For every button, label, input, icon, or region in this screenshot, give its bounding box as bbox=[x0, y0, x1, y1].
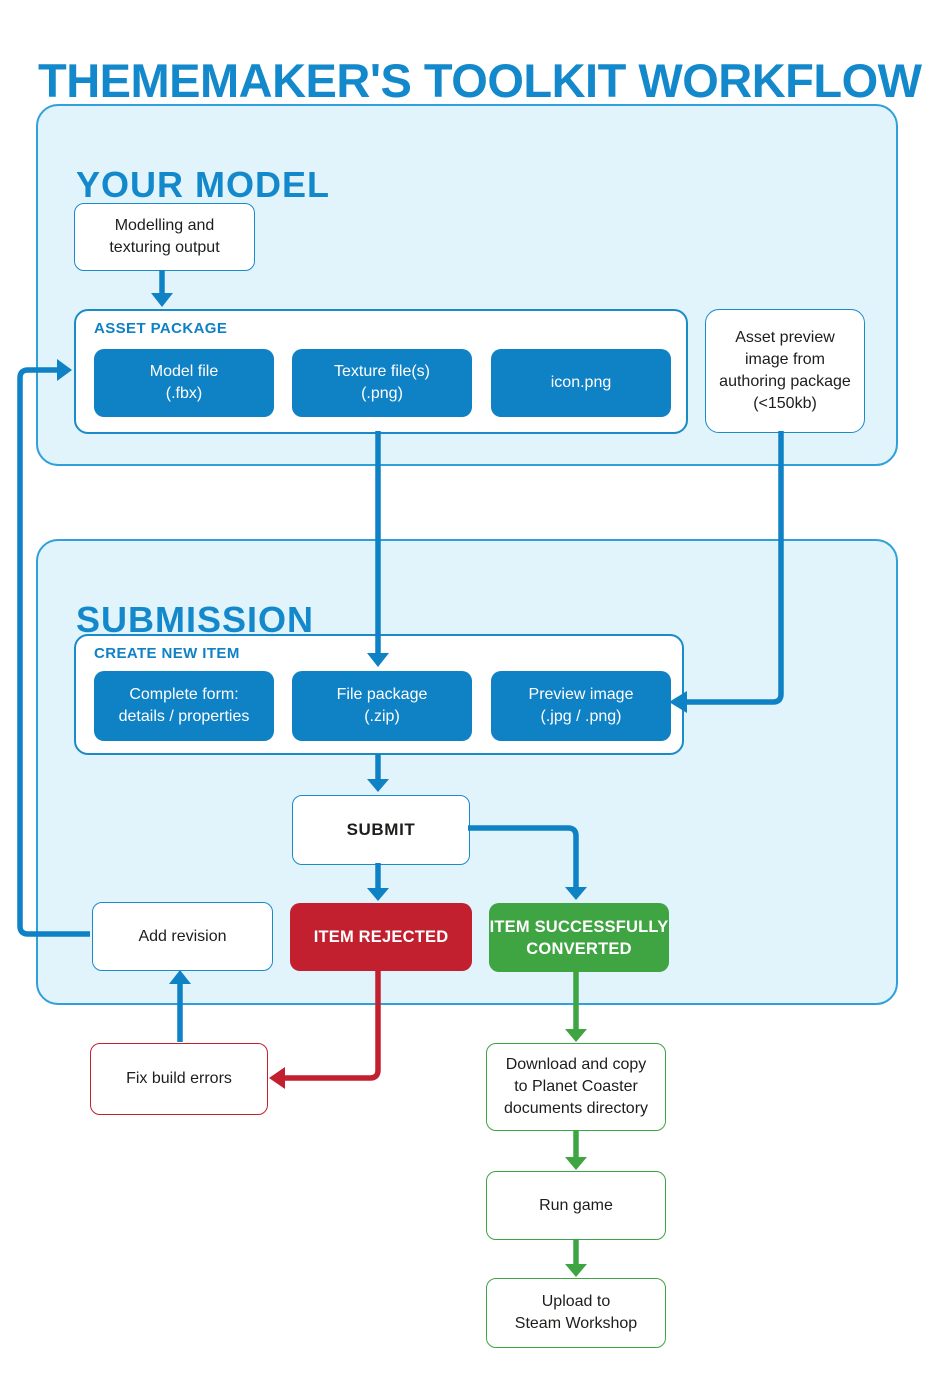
page-title: THEMEMAKER'S TOOLKIT WORKFLOW bbox=[38, 54, 922, 108]
arrowhead-into-upload bbox=[565, 1264, 587, 1277]
node-complete-form: Complete form: details / properties bbox=[94, 671, 274, 741]
node-run-game: Run game bbox=[486, 1171, 666, 1240]
node-add-revision: Add revision bbox=[92, 902, 273, 971]
section-submission-heading: SUBMISSION bbox=[76, 598, 315, 640]
node-preview-image: Preview image (.jpg / .png) bbox=[491, 671, 671, 741]
section-submission: SUBMISSION CREATE NEW ITEM Complete form… bbox=[36, 539, 898, 1005]
arrowhead-into-run-game bbox=[565, 1157, 587, 1170]
node-download-copy: Download and copy to Planet Coaster docu… bbox=[486, 1043, 666, 1131]
node-icon-png: icon.png bbox=[491, 349, 671, 417]
node-fix-build-errors: Fix build errors bbox=[90, 1043, 268, 1115]
arrowhead-into-fix-errors bbox=[269, 1067, 285, 1089]
group-asset-package-label: ASSET PACKAGE bbox=[94, 320, 228, 337]
node-file-package: File package (.zip) bbox=[292, 671, 472, 741]
node-upload-workshop: Upload to Steam Workshop bbox=[486, 1278, 666, 1348]
node-model-file: Model file (.fbx) bbox=[94, 349, 274, 417]
node-texture-files: Texture file(s) (.png) bbox=[292, 349, 472, 417]
section-your-model-heading: YOUR MODEL bbox=[76, 163, 331, 205]
node-submit: SUBMIT bbox=[292, 795, 470, 865]
node-item-converted: ITEM SUCCESSFULLY CONVERTED bbox=[489, 903, 669, 972]
group-create-new-item-label: CREATE NEW ITEM bbox=[94, 645, 240, 662]
node-modelling-output: Modelling and texturing output bbox=[74, 203, 255, 271]
arrowhead-into-download bbox=[565, 1029, 587, 1042]
section-your-model: YOUR MODEL Modelling and texturing outpu… bbox=[36, 104, 898, 466]
group-create-new-item: CREATE NEW ITEM Complete form: details /… bbox=[74, 634, 684, 755]
group-asset-package: ASSET PACKAGE Model file (.fbx) Texture … bbox=[74, 309, 688, 434]
node-item-rejected: ITEM REJECTED bbox=[290, 903, 472, 971]
node-asset-preview: Asset preview image from authoring packa… bbox=[705, 309, 865, 433]
